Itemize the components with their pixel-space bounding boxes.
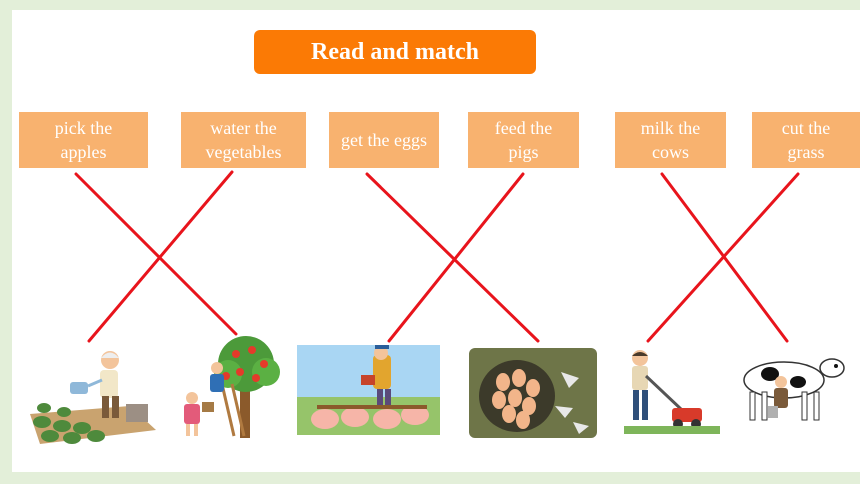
phrase-line: pigs [508,142,539,162]
phrase-line: feed the [494,118,553,138]
phrase-card-feed-pigs[interactable]: feed the pigs [468,112,579,168]
phrase-line: pick the [54,118,113,138]
match-line [387,172,525,343]
watering-vegetables-icon[interactable] [30,344,156,446]
phrase-card-cut-grass[interactable]: cut the grass [752,112,860,168]
milking-cow-icon[interactable] [740,350,848,424]
picking-apples-icon[interactable] [180,334,284,438]
phrase-line: apples [60,142,107,162]
match-line [74,172,238,336]
phrase-card-pick-apples[interactable]: pick the apples [19,112,148,168]
phrase-line: get the eggs [341,130,427,150]
match-line [87,170,234,343]
page-title: Read and match [254,30,536,74]
match-line [365,172,540,343]
phrase-card-get-eggs[interactable]: get the eggs [329,112,439,168]
phrase-line: water the [210,118,277,138]
phrase-line: milk the [640,118,701,138]
phrase-card-milk-cows[interactable]: milk the cows [615,112,726,168]
feeding-pigs-icon[interactable] [297,345,440,435]
match-line [646,172,800,343]
phrase-line: vegetables [205,142,282,162]
phrase-card-water-vegetables[interactable]: water the vegetables [181,112,306,168]
phrase-line: cut the [781,118,831,138]
mowing-grass-icon[interactable] [624,346,720,434]
phrase-line: cows [652,142,689,162]
eggs-basket-icon[interactable] [469,348,597,438]
phrase-line: grass [787,142,825,162]
